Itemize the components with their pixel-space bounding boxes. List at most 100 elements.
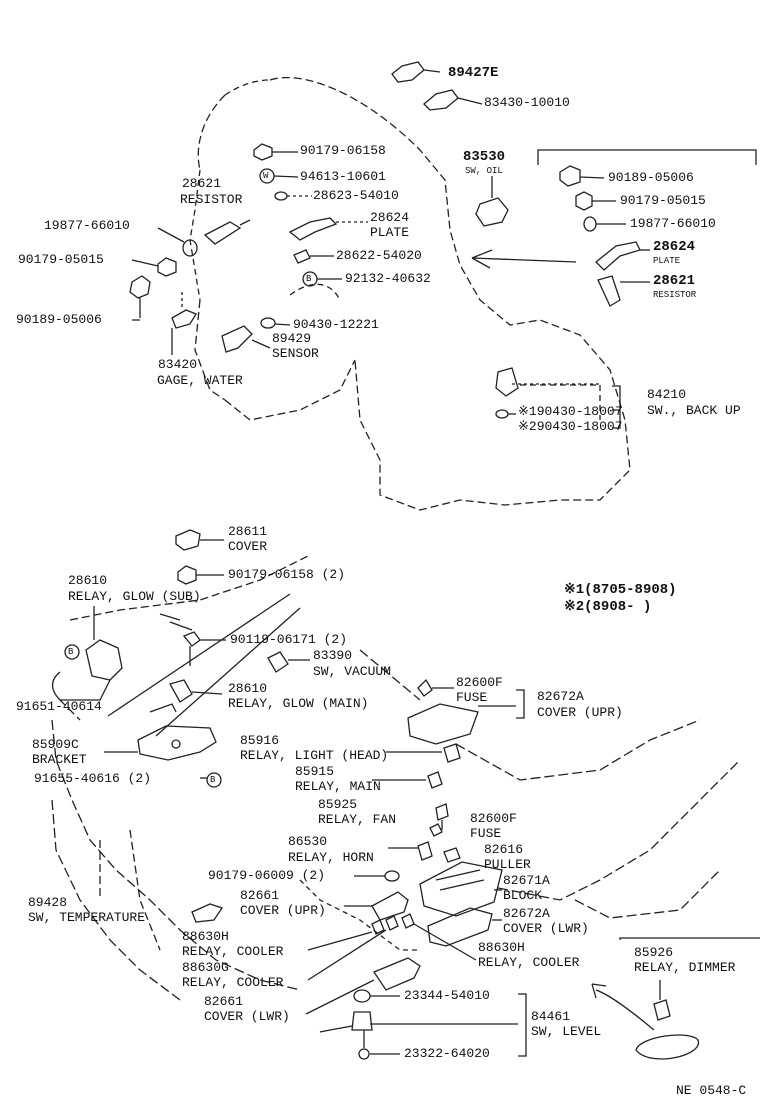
r-resistor-28621-icon: [597, 275, 650, 307]
label-28624: 28624: [370, 210, 410, 225]
bracket-85909c-icon: [104, 725, 217, 761]
label-sw-back-up: SW., BACK UP: [647, 403, 741, 418]
label-sw-temperature: SW, TEMPERATURE: [28, 910, 146, 925]
label-relay-light-head: RELAY, LIGHT (HEAD): [240, 748, 389, 763]
label-88630h-b: 88630H: [478, 940, 525, 955]
label-n2-90430-18007: ※290430-18007: [518, 419, 623, 434]
label-gage-water: GAGE, WATER: [157, 373, 243, 388]
relay-horn-icon: [388, 841, 433, 861]
label-89428: 89428: [28, 895, 68, 910]
label-relay-cooler-a: RELAY, COOLER: [182, 944, 284, 959]
label-r-plate: PLATE: [653, 256, 681, 266]
label-plate: PLATE: [370, 225, 410, 240]
reference-code: NE 0548-C: [676, 1083, 747, 1098]
relay-glow-main-icon: [149, 679, 223, 713]
label-23322-64020: 23322-64020: [404, 1046, 490, 1061]
label-28611: 28611: [228, 524, 268, 539]
body-outline: [51, 649, 741, 1001]
label-91651-40614: 91651-40614: [16, 699, 102, 714]
label-sensor: SENSOR: [272, 346, 319, 361]
label-r-28621: 28621: [653, 273, 696, 289]
relay-dimmer-icon: [591, 980, 699, 1060]
label-bracket: BRACKET: [32, 752, 87, 767]
washer-90430-12221-icon: [260, 317, 276, 329]
fuse-b-icon: [429, 823, 443, 837]
cover-28611-icon: [175, 529, 224, 551]
label-28623-54010: 28623-54010: [313, 188, 399, 203]
label-90179-06158: 90179-06158: [300, 143, 386, 158]
label-82671a: 82671A: [503, 873, 550, 888]
label-fuse-b: FUSE: [470, 826, 502, 841]
group-bracket: [537, 149, 757, 165]
label-r-90189-05006: 90189-05006: [608, 170, 694, 185]
label-relay-glow-main: RELAY, GLOW (MAIN): [228, 696, 369, 711]
nut-90179-05015-icon: [131, 257, 177, 277]
label-85925: 85925: [318, 797, 358, 812]
nut-90179-06009-icon: [354, 870, 400, 882]
label-90179-06009: 90179-06009 (2): [208, 868, 326, 883]
label-89429: 89429: [272, 331, 312, 346]
label-85915: 85915: [295, 764, 335, 779]
backup-switch-84210-icon: [495, 367, 621, 429]
label-82661-lwr: 82661: [204, 994, 244, 1009]
label-88630g: 88630G: [182, 960, 229, 975]
label-relay-horn: RELAY, HORN: [288, 850, 374, 865]
label-85909c: 85909C: [32, 737, 79, 752]
engine-inner-line: [289, 283, 601, 420]
label-28621: 28621: [182, 176, 222, 191]
cover-lwr-82672a-icon: [427, 907, 502, 947]
label-94613-10601: 94613-10601: [300, 169, 386, 184]
label-28622-54020: 28622-54020: [336, 248, 422, 263]
label-85916: 85916: [240, 733, 280, 748]
label-91655-40616: 91655-40616 (2): [34, 771, 152, 786]
label-cover-upr-b: COVER (UPR): [240, 903, 326, 918]
engine-lower-outline: [59, 554, 311, 951]
relay-glow-sub-icon: [51, 606, 123, 701]
clamp-28623-icon: [274, 191, 312, 201]
label-resistor: RESISTOR: [180, 192, 243, 207]
switch-vacuum-83390-icon: [267, 651, 310, 673]
label-relay-fan: RELAY, FAN: [318, 812, 397, 827]
label-84461: 84461: [531, 1009, 571, 1024]
label-90189-05006: 90189-05006: [16, 312, 102, 327]
label-83430-10010: 83430-10010: [484, 95, 570, 110]
fuse-82600f-icon: [417, 678, 454, 697]
label-90179-06158-2: 90179-06158 (2): [228, 567, 346, 582]
label-19877-66010: 19877-66010: [44, 218, 130, 233]
label-90179-05015: 90179-05015: [18, 252, 104, 267]
relay-light-head-icon: [386, 743, 461, 763]
label-r-resistor: RESISTOR: [653, 290, 697, 300]
label-n1-90430-18007: ※190430-18007: [518, 404, 623, 419]
arrow-left-icon: [471, 249, 577, 269]
switch-temperature-icon: [191, 903, 224, 923]
nut-90179-06158-2-icon: [177, 565, 224, 585]
label-28610-main: 28610: [228, 681, 268, 696]
plate-28624-icon: [288, 217, 368, 241]
fitting-83430-icon: [423, 89, 483, 111]
label-92132-40632: 92132-40632: [345, 271, 431, 286]
note-1: ※1(8705-8908): [564, 582, 677, 598]
r-plate-28624-icon: [595, 241, 650, 271]
cover-upr-82661-icon: [344, 891, 409, 921]
relay-main-icon: [372, 771, 443, 789]
label-relay-cooler-b: RELAY, COOLER: [478, 955, 580, 970]
cap-90189-icon: [129, 275, 151, 321]
label-84210: 84210: [647, 387, 687, 402]
label-sw-vacuum: SW, VACUUM: [313, 664, 392, 679]
label-82600f-b: 82600F: [470, 811, 517, 826]
puller-82616-icon: [443, 847, 461, 863]
label-sw-level: SW, LEVEL: [531, 1024, 602, 1039]
label-relay-cooler-c: RELAY, COOLER: [182, 975, 284, 990]
r-cap-90189-icon: [559, 165, 605, 187]
relay-cooler-g-icon: [307, 915, 399, 981]
cover-lwr-82661-icon: [305, 957, 421, 1015]
label-28610-sub: 28610: [68, 573, 108, 588]
label-puller: PULLER: [484, 857, 531, 872]
label-83420: 83420: [158, 357, 198, 372]
r-cap-19877-icon: [583, 216, 626, 232]
label-82672a-a: 82672A: [537, 689, 584, 704]
washer-94613-icon: [259, 168, 299, 184]
label-90119-06171: 90119-06171 (2): [230, 632, 348, 647]
label-82600f-a: 82600F: [456, 675, 503, 690]
label-85926: 85926: [634, 945, 674, 960]
